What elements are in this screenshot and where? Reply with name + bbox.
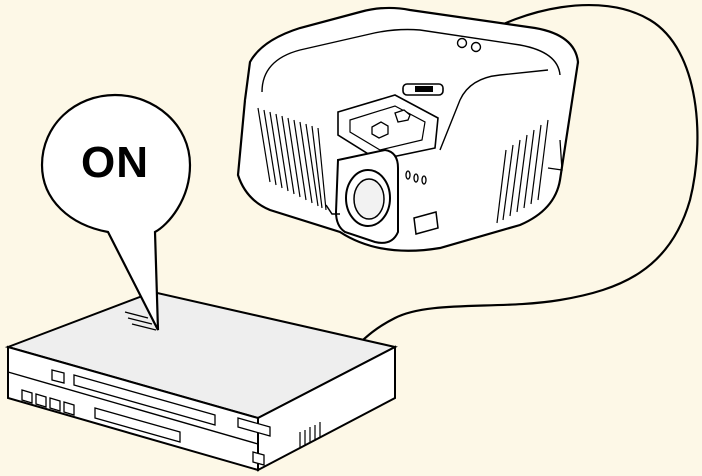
callout-on-label: ON: [55, 133, 175, 193]
media-player-icon: [8, 292, 395, 470]
projector-icon: [238, 8, 578, 251]
